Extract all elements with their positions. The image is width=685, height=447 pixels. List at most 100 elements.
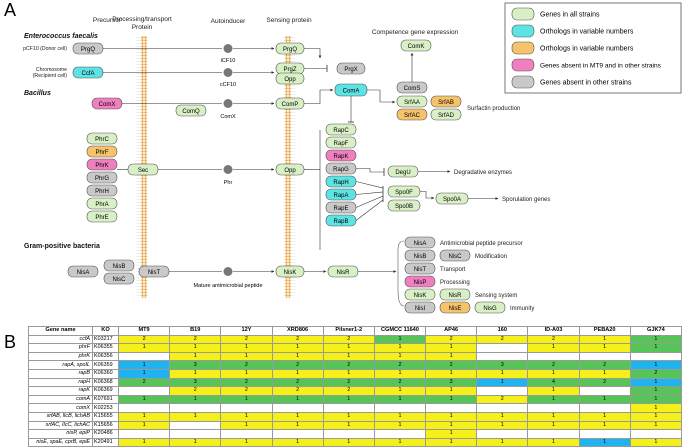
box-prgq-sense-label: PrgQ xyxy=(283,47,297,53)
count-cell: 1 xyxy=(629,437,683,447)
count-cell: 1 xyxy=(527,420,580,431)
section-bacillus: Bacillus xyxy=(24,90,51,97)
ko-cell: K06359 xyxy=(92,360,119,370)
box-comk-label: ComK xyxy=(408,44,425,50)
legend-swatch-0 xyxy=(511,7,535,21)
header-competence: Competence gene expression xyxy=(372,29,459,36)
box-comx-label: ComX xyxy=(99,102,116,108)
section-enterococcus: Enterococcus faecalis xyxy=(24,33,98,40)
table-header-cell: Pilsner1-2 xyxy=(322,326,375,336)
gene-name-cell: comA xyxy=(28,394,93,405)
count-cell xyxy=(271,403,324,413)
box-phrg-label: PhrG xyxy=(95,176,109,182)
f-nisa-label: NisA xyxy=(414,241,427,247)
gene-name-cell: rapH xyxy=(28,377,93,388)
label-comx-sig: ComX xyxy=(220,114,236,120)
ko-cell: K03217 xyxy=(92,334,119,345)
count-cell: 1 xyxy=(322,368,375,379)
box-phrg xyxy=(86,171,118,184)
count-cell: 2 xyxy=(220,386,273,396)
f-nisi-label: NisI xyxy=(415,306,426,312)
count-cell: 1 xyxy=(322,437,375,447)
count-cell: 1 xyxy=(373,420,427,431)
table-header-cell: PEBA20 xyxy=(578,326,631,336)
count-cell: 1 xyxy=(629,394,683,405)
count-cell: 2 xyxy=(117,377,171,388)
count-cell: 2 xyxy=(373,377,427,388)
box-srfaa xyxy=(396,95,428,108)
count-cell: 1 xyxy=(117,368,171,379)
count-cell: 2 xyxy=(578,360,631,370)
count-cell: 1 xyxy=(220,420,273,431)
box-rape-label: RapE xyxy=(333,206,348,212)
box-srfab-label: SrfAB xyxy=(438,100,454,106)
box-rapc-label: RapC xyxy=(333,128,349,134)
table-header-cell: B19 xyxy=(169,326,222,336)
label-phr-sig: Phr xyxy=(224,180,233,186)
ko-cell: K20491 xyxy=(92,437,119,447)
count-cell: 2 xyxy=(629,368,683,379)
count-cell: 1 xyxy=(271,394,324,405)
count-cell: 2 xyxy=(527,334,580,345)
legend-label-2: Orthologs in variable numbers xyxy=(540,46,634,53)
count-cell: 2 xyxy=(271,377,324,388)
count-cell: 1 xyxy=(425,368,478,379)
box-prgz-label: PrgZ xyxy=(283,67,296,73)
box-rapk xyxy=(325,149,357,162)
box-comq xyxy=(175,104,207,117)
table-header-cell: GJK74 xyxy=(629,326,683,336)
box-phrc xyxy=(86,132,118,145)
count-cell xyxy=(117,403,171,413)
box-phra-label: PhrA xyxy=(95,202,108,208)
box-phra xyxy=(86,197,118,210)
box-srfac xyxy=(396,108,428,121)
table-header-cell: MT9 xyxy=(117,326,171,336)
ko-cell: K06355 xyxy=(92,343,119,353)
ko-cell: K06369 xyxy=(92,386,119,396)
count-cell: 2 xyxy=(220,377,273,388)
count-cell: 1 xyxy=(425,437,478,447)
box-nisc-label: NisC xyxy=(113,277,127,283)
label-mature: Mature antimicrobial peptide xyxy=(193,283,262,289)
count-cell: 1 xyxy=(169,437,222,447)
label-chromosome-2: (Recipient cell) xyxy=(33,73,68,79)
count-cell xyxy=(476,386,529,396)
count-cell: 1 xyxy=(169,394,222,405)
count-cell: 1 xyxy=(220,368,273,379)
box-coma-label: ComA xyxy=(343,88,360,94)
count-cell: 1 xyxy=(117,394,171,405)
count-cell: 2 xyxy=(322,377,375,388)
box-rapb-label: RapB xyxy=(333,219,348,225)
count-cell xyxy=(476,343,529,353)
count-cell: 2 xyxy=(220,334,273,345)
box-phrh-label: PhrH xyxy=(95,189,109,195)
gene-name-cell: srfAB, lIcB, lichAB xyxy=(28,411,93,422)
count-cell xyxy=(527,351,580,362)
f-nise-label: NisE xyxy=(449,306,462,312)
count-cell: 1 xyxy=(322,394,375,405)
table-header-cell: AP46 xyxy=(425,326,478,336)
box-opp-label: Opp xyxy=(284,168,296,174)
box-nisc xyxy=(103,272,135,285)
count-cell: 2 xyxy=(322,386,375,396)
f-nisa xyxy=(404,236,436,249)
count-cell: 1 xyxy=(476,411,529,422)
box-opp-top xyxy=(275,72,305,85)
f-nisb xyxy=(404,249,436,262)
box-nist-label: NisT xyxy=(148,270,161,276)
count-cell: 1 xyxy=(117,411,171,422)
ko-cell: K06360 xyxy=(92,368,119,379)
count-cell: 1 xyxy=(322,351,375,362)
count-cell: 1 xyxy=(169,368,222,379)
box-phrf-label: PhrF xyxy=(95,150,108,156)
count-cell: 1 xyxy=(271,343,324,353)
nisin-operon: NisA Antimicrobial peptide precursor Nis… xyxy=(404,236,534,314)
phr-list: PhrC PhrF PhrK PhrG PhrH PhrA PhrE xyxy=(86,132,118,223)
count-cell: 1 xyxy=(629,403,683,413)
count-cell: 1 xyxy=(373,394,427,405)
